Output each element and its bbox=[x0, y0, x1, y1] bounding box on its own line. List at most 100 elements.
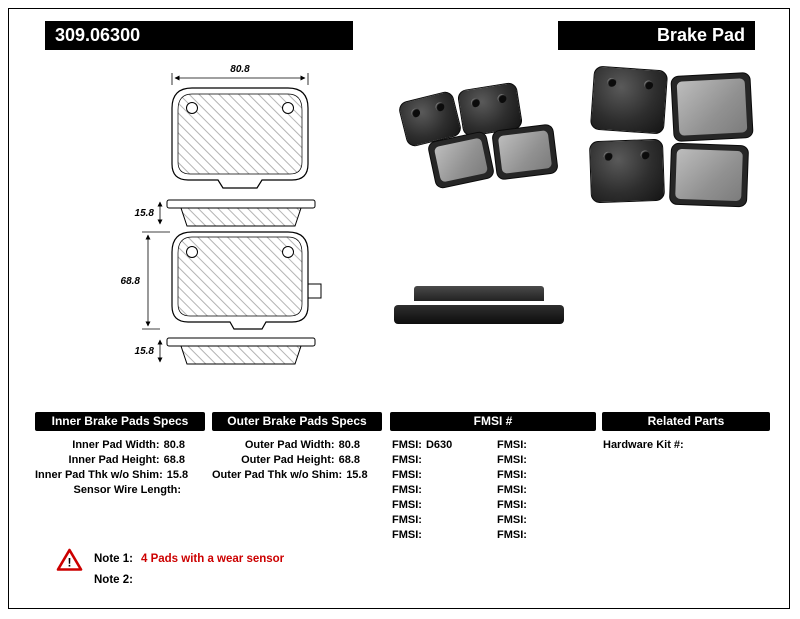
friction-surface bbox=[497, 130, 553, 174]
product-title-banner: Brake Pad bbox=[558, 21, 755, 50]
fmsi-cell: FMSI: bbox=[497, 513, 531, 528]
note-1-label: Note 1: bbox=[94, 553, 133, 565]
note-1-text: 4 Pads with a wear sensor bbox=[140, 553, 285, 565]
spec-row: Hardware Kit #: bbox=[603, 438, 770, 453]
fmsi-row: FMSI: FMSI: bbox=[392, 513, 596, 528]
guide-pin bbox=[643, 80, 654, 90]
fmsi-cell: FMSI: bbox=[497, 453, 531, 468]
fmsi-row: FMSI:D630 FMSI: bbox=[392, 438, 596, 453]
photo-brake-pad-friction bbox=[668, 142, 750, 208]
spec-label: Hardware Kit #: bbox=[603, 439, 684, 451]
fmsi-cell: FMSI: bbox=[497, 438, 531, 453]
fmsi-cell: FMSI: bbox=[392, 528, 426, 543]
pad-front-view-1 bbox=[171, 87, 309, 189]
page-title: Brake Pad bbox=[656, 25, 745, 45]
fmsi-label: FMSI: bbox=[392, 529, 422, 541]
spec-value: 68.8 bbox=[163, 454, 185, 466]
dim-width-label: 80.8 bbox=[230, 64, 250, 75]
spec-row: Inner Pad Height:68.8 bbox=[35, 453, 185, 468]
friction-surface bbox=[675, 148, 743, 202]
photo-brake-pad-friction bbox=[491, 123, 559, 181]
fmsi-cell: FMSI: bbox=[392, 498, 426, 513]
fmsi-label: FMSI: bbox=[497, 529, 527, 541]
pad-edge-base bbox=[394, 305, 564, 324]
spec-row: Sensor Wire Length: bbox=[35, 483, 185, 498]
fmsi-label: FMSI: bbox=[392, 469, 422, 481]
outer-specs-header: Outer Brake Pads Specs bbox=[212, 412, 382, 431]
guide-pin bbox=[470, 97, 481, 108]
fmsi-label: FMSI: bbox=[497, 514, 527, 526]
technical-drawing: 80.8 15.8 68.8 bbox=[121, 64, 322, 365]
fmsi-cell: FMSI: bbox=[392, 453, 426, 468]
guide-pin bbox=[496, 93, 508, 104]
wear-sensor-tab bbox=[308, 283, 322, 299]
fmsi-label: FMSI: bbox=[392, 514, 422, 526]
fmsi-cell: FMSI: bbox=[392, 513, 426, 528]
page-border bbox=[8, 8, 790, 609]
fmsi-row: FMSI: FMSI: bbox=[392, 468, 596, 483]
spec-value: 15.8 bbox=[166, 469, 189, 481]
fmsi-row: FMSI: FMSI: bbox=[392, 528, 596, 543]
spec-row: Outer Pad Height:68.8 bbox=[212, 453, 360, 468]
fmsi-cell: FMSI: bbox=[392, 483, 426, 498]
dim-thickness-2-label: 15.8 bbox=[135, 346, 155, 357]
spec-label: Outer Pad Height: bbox=[241, 454, 335, 466]
fmsi-cell: FMSI: bbox=[497, 528, 531, 543]
friction-surface bbox=[433, 137, 489, 183]
part-number: 309.06300 bbox=[55, 25, 141, 45]
dim-height-lines bbox=[142, 231, 170, 330]
photo-brake-pad-friction bbox=[670, 71, 754, 143]
part-number-banner: 309.06300 bbox=[45, 21, 353, 50]
fmsi-row: FMSI: FMSI: bbox=[392, 498, 596, 513]
fmsi-label: FMSI: bbox=[497, 484, 527, 496]
note-1: Note 1: 4 Pads with a wear sensor bbox=[94, 553, 284, 565]
spec-label: Inner Pad Thk w/o Shim: bbox=[35, 469, 163, 481]
guide-pin bbox=[603, 151, 613, 161]
pad-side-view-2 bbox=[166, 337, 316, 365]
fmsi-value: D630 bbox=[425, 439, 453, 451]
fmsi-cell: FMSI:D630 bbox=[392, 438, 452, 453]
photo-backing-plate bbox=[589, 65, 669, 135]
inner-specs-column: Inner Pad Width:80.8 Inner Pad Height:68… bbox=[35, 438, 189, 498]
fmsi-label: FMSI: bbox=[392, 499, 422, 511]
fmsi-label: FMSI: bbox=[497, 439, 527, 451]
pad-side-view-1 bbox=[166, 199, 316, 227]
spec-row: Outer Pad Thk w/o Shim:15.8 bbox=[212, 468, 368, 483]
spec-value: 15.8 bbox=[346, 469, 368, 481]
fmsi-cell: FMSI: bbox=[497, 498, 531, 513]
fmsi-label: FMSI: bbox=[392, 484, 422, 496]
dim-width-lines bbox=[171, 73, 309, 85]
fmsi-column: FMSI:D630 FMSI: FMSI: FMSI: FMSI: FMSI: … bbox=[392, 438, 596, 543]
fmsi-header: FMSI # bbox=[390, 412, 596, 431]
inner-specs-header: Inner Brake Pads Specs bbox=[35, 412, 205, 431]
spec-label: Outer Pad Width: bbox=[244, 439, 335, 451]
fmsi-row: FMSI: FMSI: bbox=[392, 453, 596, 468]
pad-edge-top bbox=[414, 286, 544, 301]
note-2: Note 2: bbox=[94, 574, 141, 586]
fmsi-label: FMSI: bbox=[392, 439, 422, 451]
guide-pin bbox=[606, 77, 617, 88]
spec-value: 68.8 bbox=[338, 454, 360, 466]
friction-surface bbox=[676, 78, 748, 136]
fmsi-label: FMSI: bbox=[497, 454, 527, 466]
spec-label: Inner Pad Width: bbox=[72, 439, 160, 451]
spec-value: 80.8 bbox=[163, 439, 185, 451]
fmsi-row: FMSI: FMSI: bbox=[392, 483, 596, 498]
photo-backing-plate bbox=[588, 138, 666, 204]
spec-label: Sensor Wire Length: bbox=[73, 484, 181, 496]
pad-front-view-2 bbox=[171, 231, 322, 330]
fmsi-cell: FMSI: bbox=[497, 468, 531, 483]
fmsi-label: FMSI: bbox=[497, 499, 527, 511]
fmsi-cell: FMSI: bbox=[392, 468, 426, 483]
warning-glyph: ! bbox=[68, 556, 72, 570]
guide-pin bbox=[434, 101, 446, 113]
note-2-label: Note 2: bbox=[94, 574, 133, 586]
fmsi-label: FMSI: bbox=[392, 454, 422, 466]
outer-specs-column: Outer Pad Width:80.8 Outer Pad Height:68… bbox=[212, 438, 368, 483]
spec-value: 80.8 bbox=[338, 439, 360, 451]
guide-pin bbox=[410, 107, 422, 119]
spec-label: Outer Pad Thk w/o Shim: bbox=[212, 469, 343, 481]
related-parts-header: Related Parts bbox=[602, 412, 770, 431]
guide-pin bbox=[640, 150, 650, 160]
warning-icon: ! bbox=[56, 548, 83, 577]
